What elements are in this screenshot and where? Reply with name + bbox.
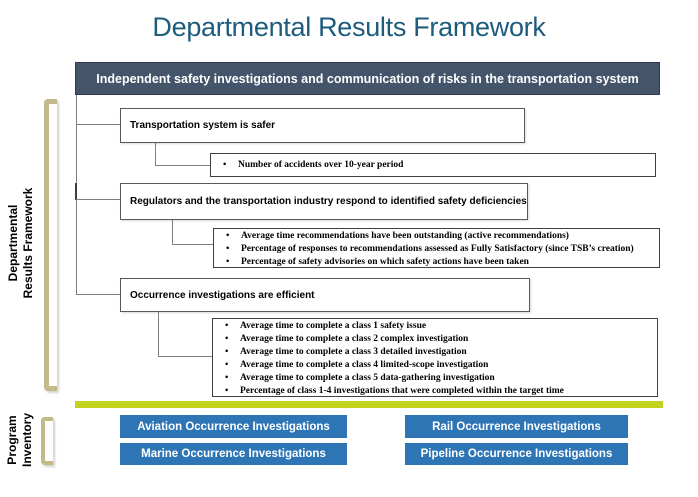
program-aviation-label: Aviation Occurrence Investigations (137, 420, 330, 433)
program-marine-button: Marine Occurrence Investigations (120, 443, 347, 465)
program-marine-label: Marine Occurrence Investigations (141, 448, 326, 460)
program-aviation-button: Aviation Occurrence Investigations (120, 415, 347, 438)
elbow-3-vertical (158, 312, 159, 357)
indicator-item: Percentage of responses to recommendatio… (214, 243, 659, 256)
elbow-1-vertical (155, 143, 156, 166)
indicator-box-regulators: Average time recommendations have been o… (213, 228, 660, 268)
indicator-item: Average time to complete a class 2 compl… (213, 333, 657, 346)
indicator-item: Number of accidents over 10-year period (211, 159, 655, 172)
connector-branch-1 (76, 124, 120, 125)
drf-vertical-label-line2: Results Framework (21, 187, 35, 299)
program-inventory-label-line1: Program (5, 415, 19, 465)
program-pipeline-button: Pipeline Occurrence Investigations (405, 443, 628, 465)
drf-bracket (44, 99, 57, 391)
indicator-item: Percentage of class 1-4 investigations t… (213, 385, 657, 396)
outcome-box-investigations-efficient: Occurrence investigations are efficient (120, 278, 530, 312)
outcome-box-regulators-respond: Regulators and the transportation indust… (120, 183, 528, 220)
program-inventory-vertical-label: Program Inventory (5, 380, 37, 497)
indicator-item: Percentage of safety advisories on which… (214, 256, 659, 267)
indicator-list: Average time recommendations have been o… (214, 229, 659, 267)
connector-trunk-dark-segment (75, 183, 77, 200)
indicator-item: Average time to complete a class 5 data-… (213, 372, 657, 385)
outcome-label: Occurrence investigations are efficient (130, 289, 315, 301)
outcome-label: Regulators and the transportation indust… (130, 196, 527, 207)
program-rail-label: Rail Occurrence Investigations (432, 420, 601, 433)
outcome-label: Transportation system is safer (130, 120, 276, 131)
elbow-1-horizontal (155, 165, 210, 166)
indicator-item: Average time to complete a class 4 limit… (213, 359, 657, 372)
elbow-2-horizontal (172, 244, 213, 245)
core-responsibility-banner: Independent safety investigations and co… (75, 62, 660, 95)
outcome-box-transportation-safer: Transportation system is safer (120, 108, 525, 143)
program-inventory-label-line2: Inventory (20, 413, 34, 468)
drf-vertical-label-line1: Departmental (6, 204, 20, 282)
elbow-2-vertical (172, 220, 173, 245)
indicator-box-safer: Number of accidents over 10-year period (210, 153, 656, 177)
program-pipeline-label: Pipeline Occurrence Investigations (420, 448, 613, 460)
divider-bar (75, 401, 663, 408)
indicator-list: Number of accidents over 10-year period (211, 154, 655, 172)
drf-vertical-label: Departmental Results Framework (6, 93, 40, 393)
indicator-item: Average time recommendations have been o… (214, 230, 659, 243)
program-rail-button: Rail Occurrence Investigations (405, 415, 628, 438)
page-title: Departmental Results Framework (152, 12, 546, 42)
connector-branch-2 (76, 199, 120, 200)
indicator-box-efficiency: Average time to complete a class 1 safet… (212, 318, 658, 397)
connector-branch-3 (76, 294, 120, 295)
program-inventory-bracket (41, 417, 53, 465)
elbow-3-horizontal (158, 356, 212, 357)
indicator-item: Average time to complete a class 1 safet… (213, 320, 657, 333)
indicator-item: Average time to complete a class 3 detai… (213, 346, 657, 359)
core-responsibility-label: Independent safety investigations and co… (96, 71, 639, 86)
indicator-list: Average time to complete a class 1 safet… (213, 319, 657, 396)
